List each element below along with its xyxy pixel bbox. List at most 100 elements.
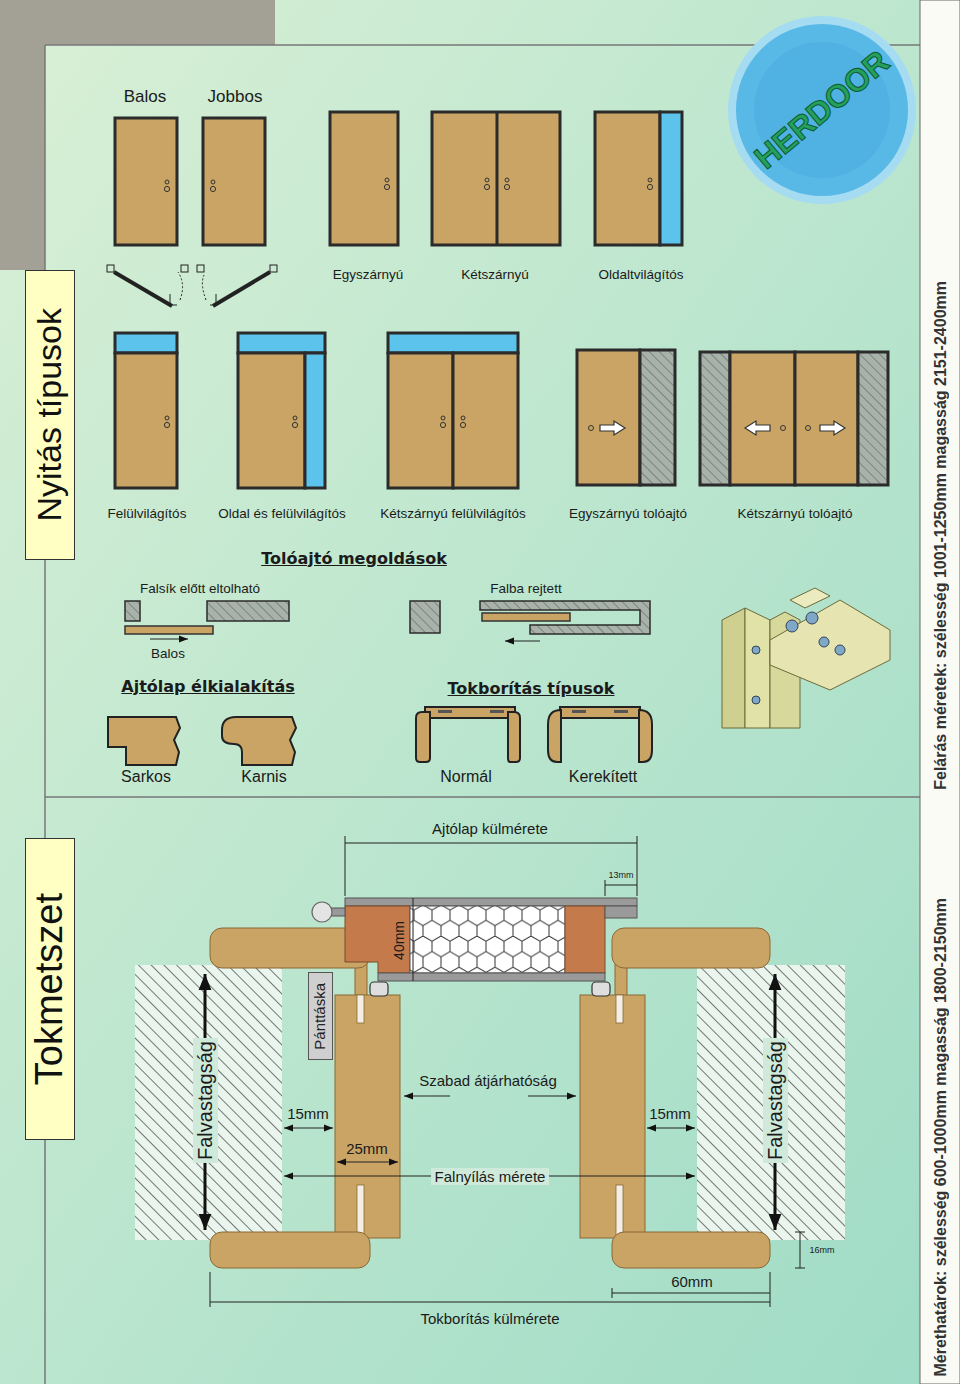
dim xyxy=(612,1293,770,1294)
caption-label: Kétszárnyú felülvilágítós xyxy=(380,506,526,521)
dimension-label: Falvastagság xyxy=(763,1038,788,1163)
dim xyxy=(345,843,637,844)
door xyxy=(388,353,453,488)
knob xyxy=(485,178,489,182)
wood xyxy=(416,712,430,762)
section-band: Tokmetszet xyxy=(25,838,75,1140)
drawing-part xyxy=(312,902,332,922)
dim xyxy=(404,1096,450,1097)
section-heading: Tolóajtó megoldások xyxy=(261,549,447,568)
wood xyxy=(508,712,520,762)
thin xyxy=(107,265,114,272)
drawing-part xyxy=(345,906,410,973)
wallg xyxy=(858,352,888,485)
drawing-part xyxy=(786,620,798,632)
caption-label: Balos xyxy=(151,646,185,661)
dim xyxy=(210,1302,770,1303)
wood xyxy=(560,707,640,718)
dimension-label: Tokborítás külmérete xyxy=(420,1310,559,1327)
thin xyxy=(181,265,188,272)
caption-label: Oldaltvilágítós xyxy=(599,267,684,282)
thin xyxy=(178,272,183,300)
glass xyxy=(305,353,325,488)
dimension-label: 15mm xyxy=(287,1105,329,1122)
wood xyxy=(222,717,296,765)
dim xyxy=(528,1096,576,1097)
size-note: Mérethatárok: szélesség 600-1000mm magas… xyxy=(932,898,950,1377)
wallg xyxy=(640,350,675,485)
slot xyxy=(616,995,623,1023)
drawing-part xyxy=(752,696,760,704)
grey-corner xyxy=(0,0,275,270)
drawing-part xyxy=(572,710,586,713)
dim xyxy=(150,639,188,640)
band-title: Pánttáska xyxy=(312,983,329,1050)
drawing-part xyxy=(835,645,845,655)
wood xyxy=(548,710,561,762)
knob xyxy=(210,186,215,191)
knob xyxy=(384,184,389,189)
dim xyxy=(647,1128,695,1129)
casing xyxy=(612,928,770,968)
dimension-label: 40mm xyxy=(391,921,407,960)
knob xyxy=(647,184,652,189)
thin xyxy=(270,265,277,272)
slot xyxy=(616,1185,623,1235)
hinge-pocket-tag: Pánttáska xyxy=(308,972,333,1060)
door xyxy=(432,112,560,245)
dimension-label: 13mm xyxy=(608,870,633,880)
caption-label: Egyszárnyú tolóajtó xyxy=(569,506,687,521)
band-title: Tokmetszet xyxy=(29,893,71,1085)
dim xyxy=(637,836,638,896)
casing xyxy=(355,964,367,998)
dimension-label: 16mm xyxy=(809,1245,834,1255)
dim xyxy=(605,885,637,886)
caption-label: Kétszárnyú xyxy=(461,267,529,282)
plan xyxy=(114,272,172,306)
caption-label: Falsík előtt eltolható xyxy=(140,581,260,596)
dimension-label: Falvastagság xyxy=(193,1038,218,1163)
door xyxy=(795,352,858,485)
section-heading: Tokborítás típusok xyxy=(448,679,615,698)
dim xyxy=(612,1288,613,1298)
drawing-part xyxy=(438,710,452,713)
door xyxy=(730,352,795,485)
door xyxy=(115,353,177,488)
door xyxy=(330,112,398,245)
slot xyxy=(357,995,364,1023)
dimension-label: 60mm xyxy=(671,1273,713,1290)
dimension-label: 15mm xyxy=(649,1105,691,1122)
drawing-part xyxy=(410,906,565,973)
wood xyxy=(425,707,515,718)
drawing-part xyxy=(752,646,760,654)
dim xyxy=(795,1268,805,1269)
knob xyxy=(484,184,489,189)
seal xyxy=(370,982,388,996)
dimension-label: Falnyílás mérete xyxy=(431,1168,550,1185)
casing xyxy=(615,964,627,998)
caption-label: Kétszárnyú tolóajtó xyxy=(738,506,853,521)
drawing-part xyxy=(565,906,605,973)
dim xyxy=(505,641,540,642)
thin xyxy=(202,275,206,300)
wallw xyxy=(135,965,282,1240)
dimension-label: 25mm xyxy=(346,1140,388,1157)
arrowshape xyxy=(820,421,845,435)
wallg2 xyxy=(207,601,289,621)
profile-label: Karnis xyxy=(241,768,286,786)
knob xyxy=(385,178,389,182)
wallg2 xyxy=(410,601,440,633)
door xyxy=(453,353,518,488)
knob xyxy=(164,422,169,427)
knob xyxy=(440,422,445,427)
brand-logo: HERDOOR xyxy=(727,15,917,205)
knob xyxy=(504,184,509,189)
knob xyxy=(293,416,297,420)
knob xyxy=(165,180,169,184)
knob xyxy=(211,180,215,184)
drawing-part xyxy=(345,898,637,906)
door xyxy=(203,118,265,245)
seam xyxy=(496,112,499,245)
